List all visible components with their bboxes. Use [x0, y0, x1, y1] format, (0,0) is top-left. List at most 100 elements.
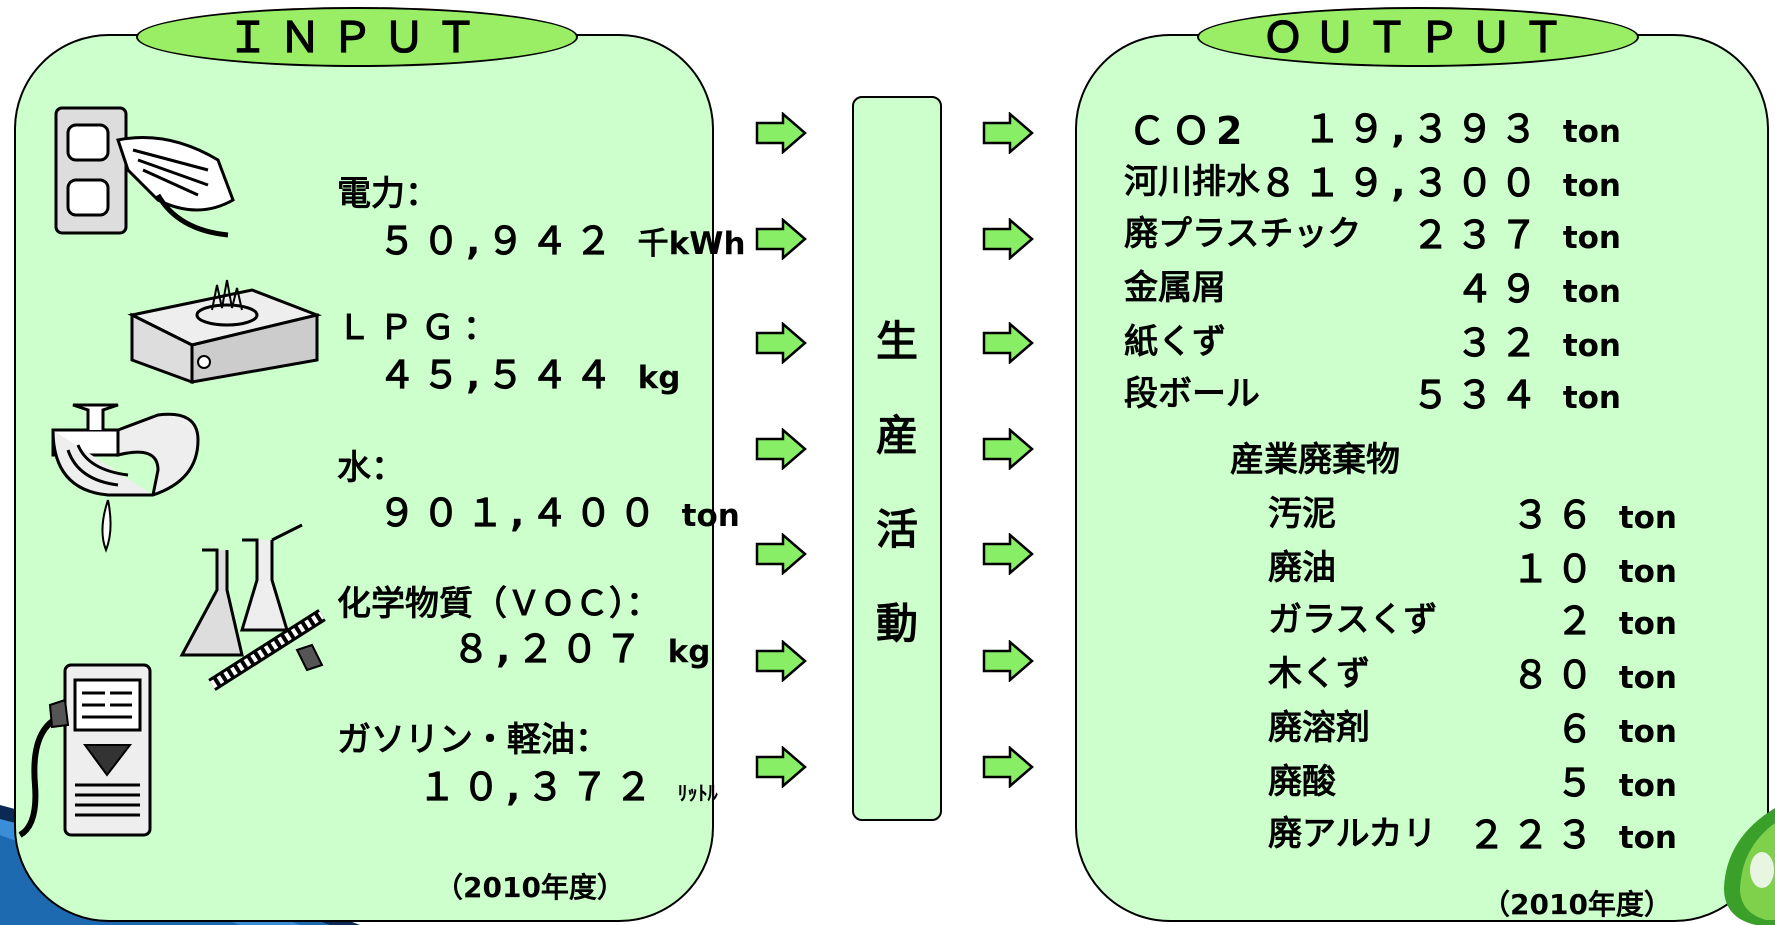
- process-char: 動: [875, 599, 918, 648]
- value: ８０: [1511, 653, 1600, 697]
- output-year: （2010年度）: [1482, 888, 1672, 921]
- iw-value-glass-scrap: ２ ton: [1556, 590, 1677, 645]
- arrow-right-icon: [982, 112, 1034, 154]
- production-activity-box: 生 産 活 動: [852, 96, 942, 821]
- iw-label-waste-acid: 廃酸: [1268, 762, 1336, 802]
- output-value-cardboard: ５３４ ton: [1412, 364, 1621, 419]
- unit: ﾘｯﾄﾙ: [677, 781, 718, 805]
- value: ３２: [1455, 321, 1544, 365]
- value: ５３４: [1411, 373, 1544, 417]
- input-value-water: ９０１,４００ ton: [378, 482, 740, 537]
- unit: kg: [667, 634, 711, 670]
- value: ６: [1555, 707, 1600, 751]
- leaf-logo-icon: [1724, 808, 1775, 925]
- process-char: 産: [875, 411, 918, 460]
- value: ５０,９４２: [378, 219, 619, 263]
- value: ２２３: [1467, 813, 1600, 857]
- unit: ton: [1562, 220, 1621, 256]
- iw-value-wood-scrap: ８０ ton: [1512, 644, 1677, 699]
- input-value-fuel: １０,３７２ ﾘｯﾄﾙ: [418, 756, 718, 811]
- arrow-right-icon: [755, 428, 807, 470]
- industrial-waste-title: 産業廃棄物: [1230, 440, 1400, 480]
- arrow-right-icon: [755, 112, 807, 154]
- output-value-co2: １９,３９３ ton: [1303, 98, 1621, 153]
- output-value-river-drainage: ８１９,３００ ton: [1259, 152, 1621, 207]
- value: ４９: [1455, 267, 1544, 311]
- value: ３６: [1511, 493, 1600, 537]
- input-year: （2010年度）: [435, 871, 625, 904]
- unit: ton: [1618, 820, 1677, 856]
- output-label-paper-scrap: 紙くず: [1124, 322, 1226, 362]
- iw-label-glass-scrap: ガラスくず: [1268, 600, 1438, 640]
- unit: ton: [1562, 380, 1621, 416]
- unit: ton: [1562, 274, 1621, 310]
- iw-value-waste-oil: １０ ton: [1512, 538, 1677, 593]
- arrow-right-icon: [982, 746, 1034, 788]
- iw-label-waste-oil: 廃油: [1268, 548, 1336, 588]
- value: ８,２０７: [452, 627, 649, 671]
- value: ２: [1555, 599, 1600, 643]
- iw-label-waste-alkali: 廃アルカリ: [1268, 814, 1437, 854]
- arrow-right-icon: [755, 746, 807, 788]
- unit: ton: [1618, 768, 1677, 804]
- unit: ton: [1562, 168, 1621, 204]
- arrow-right-icon: [982, 428, 1034, 470]
- iw-value-sludge: ３６ ton: [1512, 484, 1677, 539]
- arrow-right-icon: [982, 533, 1034, 575]
- output-label-cardboard: 段ボール: [1124, 374, 1260, 414]
- output-value-metal-scrap: ４９ ton: [1456, 258, 1621, 313]
- iw-label-wood-scrap: 木くず: [1268, 654, 1370, 694]
- input-label-water: 水：: [337, 448, 405, 488]
- value: ９０１,４００: [378, 491, 663, 535]
- iw-value-waste-alkali: ２２３ ton: [1468, 804, 1677, 859]
- output-label-river-drainage: 河川排水: [1124, 162, 1260, 202]
- output-label-waste-plastic: 廃プラスチック: [1124, 214, 1362, 254]
- value: ４５,５４４: [378, 353, 619, 397]
- value: １０,３７２: [418, 765, 659, 809]
- value: １９,３９３: [1303, 107, 1544, 151]
- output-value-paper-scrap: ３２ ton: [1456, 312, 1621, 367]
- value: ５: [1555, 761, 1600, 805]
- input-label-lpg: ＬＰＧ：: [337, 308, 505, 348]
- output-value-waste-plastic: ２３７ ton: [1412, 204, 1621, 259]
- arrow-right-icon: [755, 218, 807, 260]
- process-char: 活: [875, 505, 918, 554]
- arrow-right-icon: [755, 533, 807, 575]
- iw-label-sludge: 汚泥: [1268, 494, 1336, 534]
- iw-value-waste-solvent: ６ ton: [1556, 698, 1677, 753]
- output-label-metal-scrap: 金属屑: [1124, 268, 1226, 308]
- input-value-lpg: ４５,５４４ kg: [378, 344, 680, 399]
- input-title: ＩＮＰＵＴ: [136, 7, 578, 67]
- value: ８１９,３００: [1259, 161, 1544, 205]
- process-char: 生: [875, 317, 918, 366]
- arrow-right-icon: [982, 218, 1034, 260]
- chemical-flasks-icon: [179, 523, 326, 691]
- iw-label-waste-solvent: 廃溶剤: [1268, 708, 1370, 748]
- power-plug-icon: [54, 106, 235, 238]
- unit: ton: [1618, 554, 1677, 590]
- unit: ton: [1618, 500, 1677, 536]
- value: １０: [1511, 547, 1600, 591]
- unit: 千kWh: [637, 226, 746, 262]
- output-title: ＯＵＴＰＵＴ: [1197, 7, 1639, 67]
- unit: ton: [1618, 606, 1677, 642]
- unit: ton: [1562, 328, 1621, 364]
- value: ２３７: [1411, 213, 1544, 257]
- water-faucet-icon: [51, 403, 200, 553]
- input-label-chemicals: 化学物質（ＶＯＣ）：: [337, 584, 660, 624]
- iw-value-waste-acid: ５ ton: [1556, 752, 1677, 807]
- unit: ton: [1618, 660, 1677, 696]
- arrow-right-icon: [755, 640, 807, 682]
- input-value-electricity: ５０,９４２ 千kWh: [378, 210, 746, 265]
- arrow-right-icon: [755, 322, 807, 364]
- fuel-pump-icon: [18, 663, 152, 838]
- input-value-chemicals: ８,２０７ kg: [452, 618, 710, 673]
- arrow-right-icon: [982, 640, 1034, 682]
- unit: ton: [681, 498, 740, 534]
- input-label-fuel: ガソリン・軽油：: [337, 720, 609, 760]
- unit: kg: [637, 360, 681, 396]
- output-label-co2: ＣＯ2: [1128, 109, 1249, 153]
- unit: ton: [1562, 114, 1621, 150]
- gas-stove-icon: [127, 279, 322, 385]
- input-label-electricity: 電力：: [337, 174, 439, 214]
